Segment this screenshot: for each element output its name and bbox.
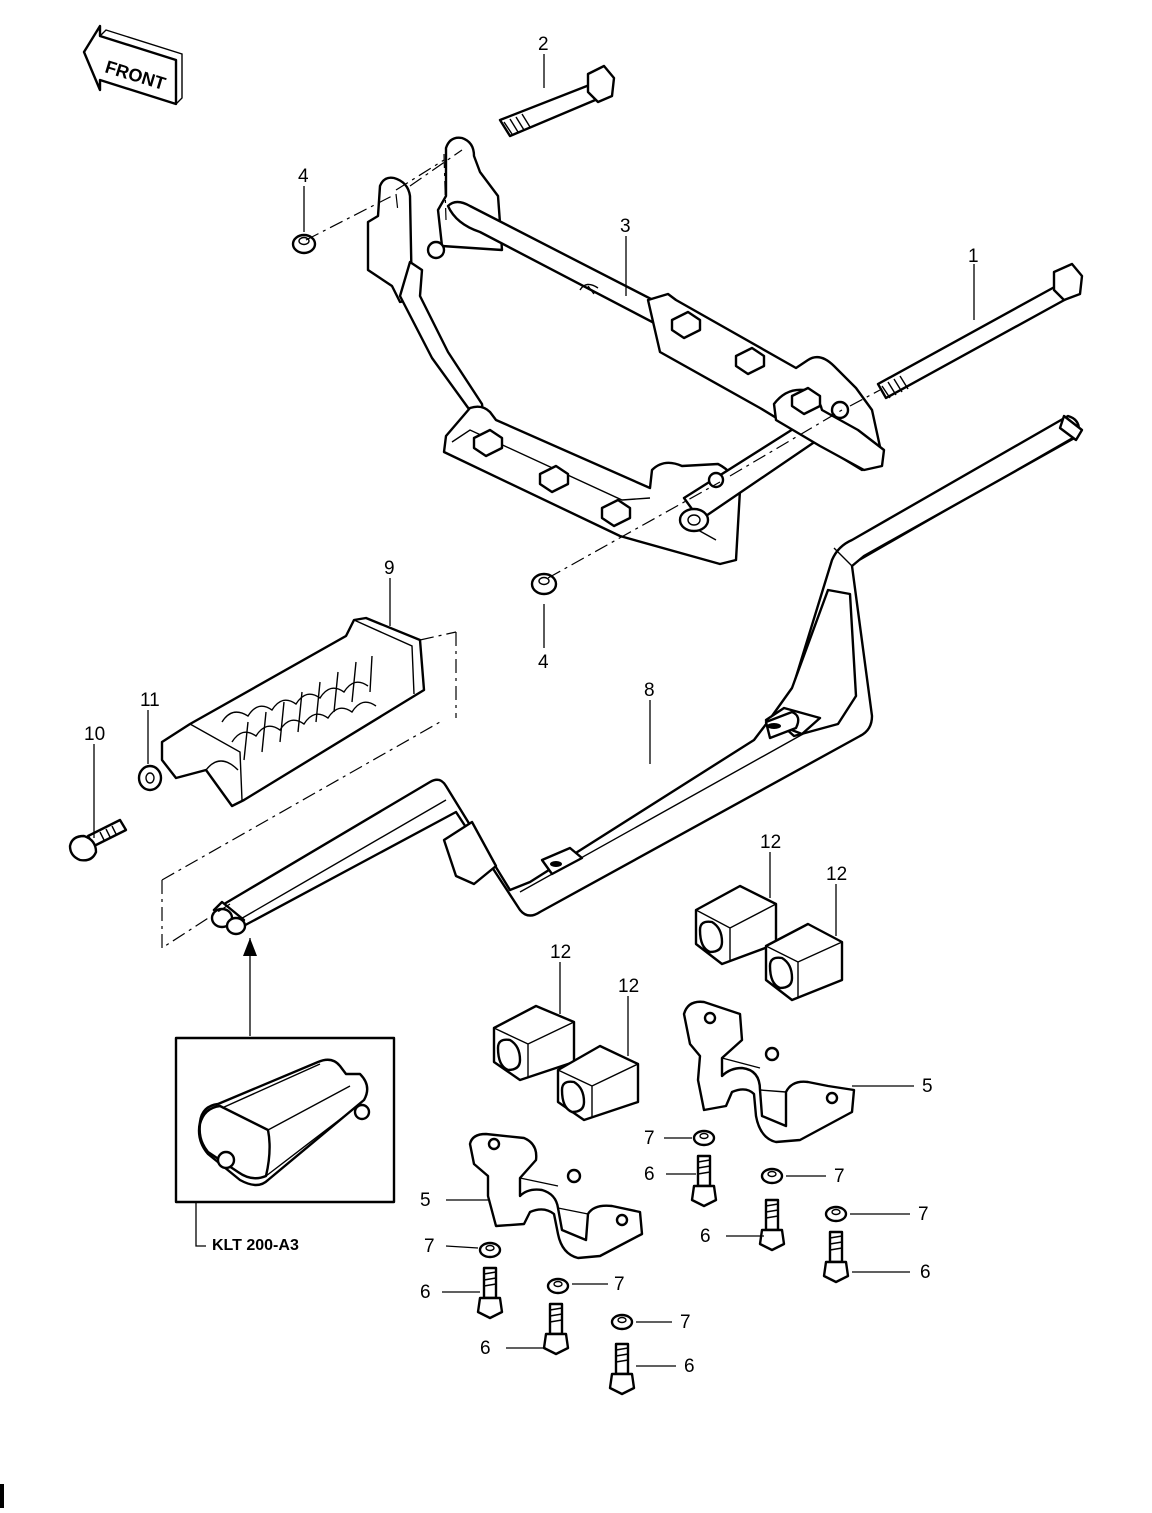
- washer-part-11: [137, 764, 163, 792]
- callout-9: 9: [384, 558, 395, 579]
- step-bar-part-8: [210, 414, 1084, 936]
- callout-2: 2: [538, 34, 549, 55]
- footrest-rubber-part-9: [160, 616, 426, 808]
- lock-washer-part-7-e: [546, 1277, 570, 1295]
- bolt-part-1: [876, 262, 1084, 400]
- callout-7-d: 7: [424, 1236, 435, 1257]
- bolt-part-6-f: [608, 1342, 636, 1396]
- leader-lines: [93, 54, 975, 1367]
- callout-labels: 2 4 3 1 4 9 8 11 10 12 12 12 12 5 5 7 7 …: [84, 34, 979, 1377]
- bolt-part-6-d: [476, 1266, 504, 1320]
- inset-klt200-a3: KLT 200-A3: [174, 1036, 396, 1254]
- rubber-block-part-12-d: [556, 1044, 640, 1122]
- callout-3: 3: [620, 216, 631, 237]
- alignment-lines: [161, 149, 881, 950]
- screw-part-10: [68, 818, 128, 862]
- callout-6-f: 6: [684, 1356, 695, 1377]
- model-label: KLT 200-A3: [212, 1237, 299, 1254]
- callout-5-left: 5: [420, 1190, 431, 1211]
- callout-4-lower: 4: [538, 652, 549, 673]
- callout-4-upper: 4: [298, 166, 309, 187]
- callout-12-a: 12: [760, 832, 781, 853]
- bolt-part-2: [498, 64, 616, 138]
- lock-washer-part-7-a: [692, 1129, 716, 1147]
- bolt-part-6-c: [822, 1230, 850, 1284]
- clamp-part-5-left: [468, 1132, 644, 1260]
- callout-6-b: 6: [700, 1226, 711, 1247]
- callout-7-a: 7: [644, 1128, 655, 1149]
- callout-6-a: 6: [644, 1164, 655, 1185]
- lock-washer-part-7-f: [610, 1313, 634, 1331]
- callout-7-c: 7: [918, 1204, 929, 1225]
- lock-washer-part-7-d: [478, 1241, 502, 1259]
- washer-part-4-upper: [291, 233, 317, 255]
- lock-washer-part-7-c: [824, 1205, 848, 1223]
- bolt-part-6-e: [542, 1302, 570, 1356]
- callout-7-f: 7: [680, 1312, 691, 1333]
- rubber-block-part-12-a: [694, 884, 778, 966]
- callout-5-right: 5: [922, 1076, 933, 1097]
- callout-12-d: 12: [618, 976, 639, 997]
- clamp-part-5-right: [682, 1000, 856, 1144]
- callout-6-d: 6: [420, 1282, 431, 1303]
- lock-washer-part-7-b: [760, 1167, 784, 1185]
- callout-12-c: 12: [550, 942, 571, 963]
- callout-7-e: 7: [614, 1274, 625, 1295]
- callout-8: 8: [644, 680, 655, 701]
- rubber-block-part-12-c: [492, 1004, 576, 1082]
- bolt-part-6-a: [690, 1154, 718, 1208]
- callout-11: 11: [140, 690, 160, 711]
- callout-10: 10: [84, 724, 105, 745]
- edge-mark: [0, 1484, 4, 1508]
- frame-part-3: [366, 136, 886, 566]
- callout-6-c: 6: [920, 1262, 931, 1283]
- front-arrow-icon: FRONT: [82, 24, 183, 106]
- rubber-block-part-12-b: [764, 922, 844, 1002]
- callout-6-e: 6: [480, 1338, 491, 1359]
- callout-7-b: 7: [834, 1166, 845, 1187]
- callout-1: 1: [968, 246, 979, 267]
- callout-12-b: 12: [826, 864, 847, 885]
- bolt-part-6-b: [758, 1198, 786, 1252]
- washer-part-4-lower: [530, 572, 558, 596]
